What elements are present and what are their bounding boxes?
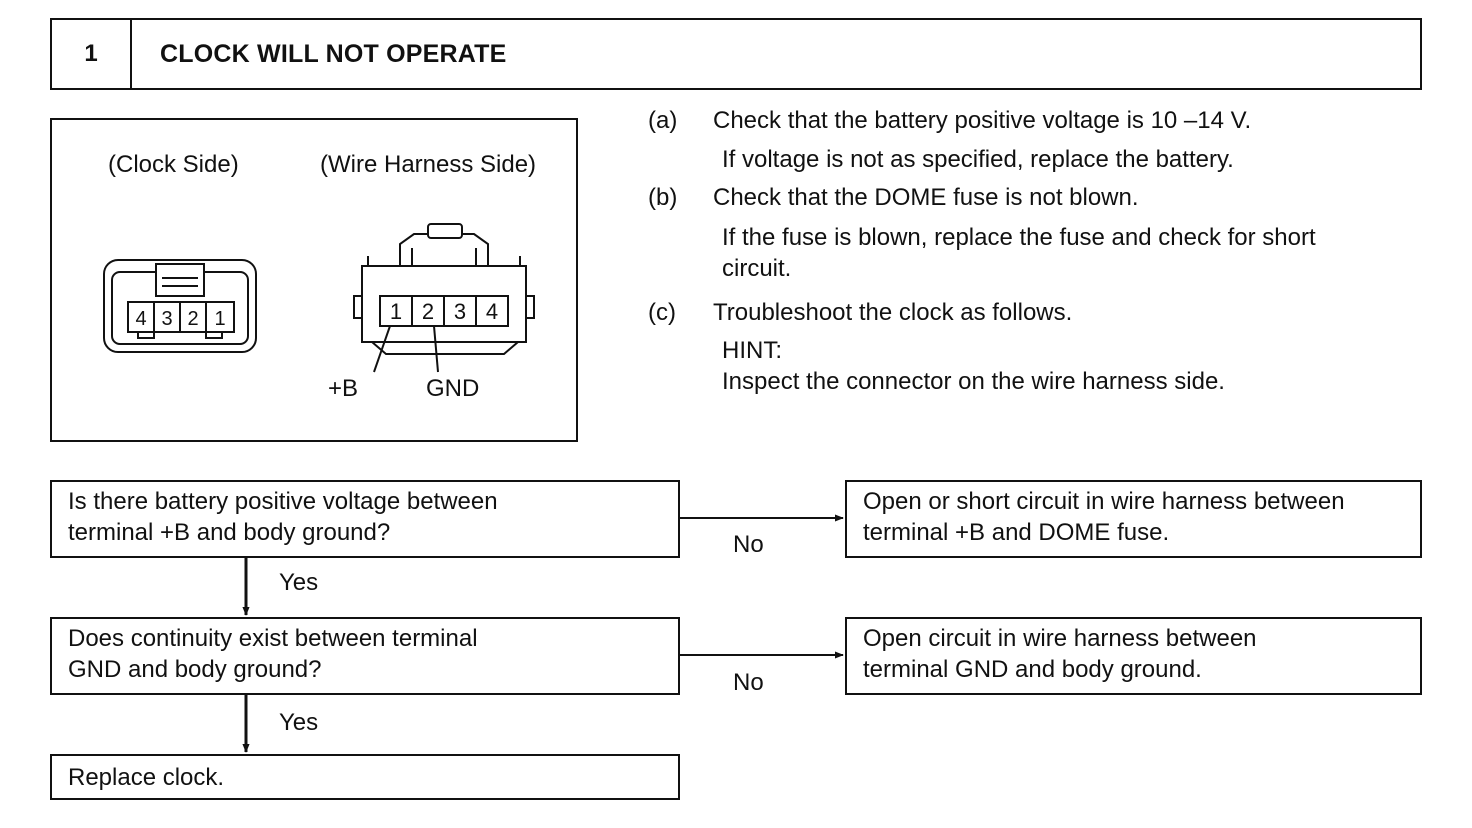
step-letter: (a) — [648, 107, 678, 134]
final-action-box: Replace clock. — [50, 754, 680, 800]
step-note: If the fuse is blown, replace the fuse a… — [722, 224, 1316, 251]
connector-diagram: (Clock Side) (Wire Harness Side) 4 3 2 1 — [50, 118, 578, 442]
result-line: terminal GND and body ground. — [863, 656, 1202, 683]
harness-pin-label: 4 — [486, 299, 498, 324]
clock-pin-label: 4 — [135, 308, 146, 330]
harness-connector — [353, 223, 535, 373]
step-letter: (c) — [648, 299, 676, 326]
step-letter: (b) — [648, 184, 678, 211]
step-note: circuit. — [722, 255, 792, 282]
clock-pin-label: 3 — [161, 308, 172, 330]
section-title: CLOCK WILL NOT OPERATE — [160, 39, 507, 68]
clock-pin-label: 1 — [214, 308, 225, 330]
step-text: Troubleshoot the clock as follows. — [713, 299, 1073, 326]
hint-text: Inspect the connector on the wire harnes… — [722, 368, 1225, 395]
result-box-open-circuit: Open circuit in wire harness between ter… — [845, 617, 1422, 695]
result-line: Open circuit in wire harness between — [863, 625, 1257, 652]
hint-label: HINT: — [722, 337, 782, 364]
clock-pin-label: 2 — [187, 308, 198, 330]
result-line: Open or short circuit in wire harness be… — [863, 488, 1345, 515]
clock-connector — [103, 259, 257, 353]
clock-pin-labels: 4 3 2 1 — [135, 308, 225, 330]
no-label: No — [733, 669, 764, 696]
question-box-gnd-continuity: Does continuity exist between terminal G… — [50, 617, 680, 695]
connector-drawings: 4 3 2 1 1 2 3 4 — [103, 223, 535, 373]
question-line: GND and body ground? — [68, 656, 322, 683]
yes-label: Yes — [279, 709, 319, 736]
gnd-terminal-label: GND — [426, 375, 480, 402]
harness-pin-label: 3 — [454, 299, 466, 324]
result-box-open-short-circuit: Open or short circuit in wire harness be… — [845, 480, 1422, 558]
harness-pin-label: 2 — [422, 299, 434, 324]
harness-side-label: (Wire Harness Side) — [320, 151, 537, 178]
result-line: terminal +B and DOME fuse. — [863, 519, 1170, 546]
final-action-text: Replace clock. — [68, 764, 225, 791]
harness-pin-labels: 1 2 3 4 — [390, 299, 498, 324]
yes-label: Yes — [279, 569, 319, 596]
question-box-battery-voltage: Is there battery positive voltage betwee… — [50, 480, 680, 558]
section-header: 1 CLOCK WILL NOT OPERATE — [50, 18, 1422, 90]
question-line: Does continuity exist between terminal — [68, 625, 478, 652]
step-note: If voltage is not as specified, replace … — [722, 146, 1234, 173]
no-label: No — [733, 531, 764, 558]
harness-pin-label: 1 — [390, 299, 402, 324]
clock-side-label: (Clock Side) — [108, 151, 239, 178]
plus-b-terminal-label: +B — [328, 375, 359, 402]
step-text: Check that the battery positive voltage … — [713, 107, 1252, 134]
step-text: Check that the DOME fuse is not blown. — [713, 184, 1139, 211]
question-line: Is there battery positive voltage betwee… — [68, 488, 498, 515]
question-line: terminal +B and body ground? — [68, 519, 391, 546]
section-number: 1 — [52, 20, 132, 88]
